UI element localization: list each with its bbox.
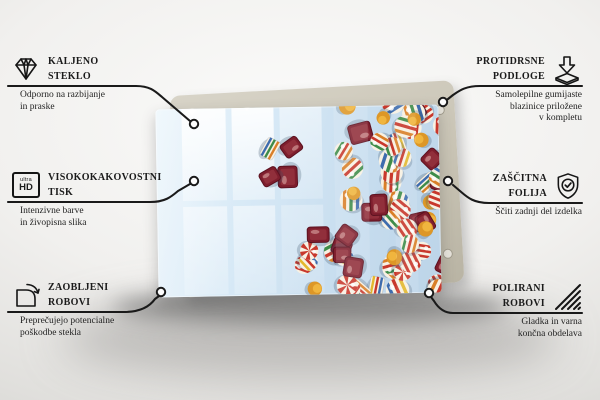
callout-title: ZAOBLJENI ROBOVI	[48, 282, 109, 308]
callout-title: VISOKOKAKOVOSTNI TISK	[48, 172, 162, 198]
callout-desc: Samolepilne gumijaste blazinice priložen…	[495, 90, 582, 123]
hd-label: HD	[19, 182, 33, 193]
callout-desc: Preprečujejo potencialne poškodbe stekla	[20, 316, 115, 338]
callout-desc: Gladka in varna končna obdelava	[517, 317, 582, 339]
callout-title: POLIRANI ROBOVI	[492, 283, 545, 309]
callout-desc: Odporno na razbijanje in praske	[20, 90, 105, 112]
callout-title: KALJENO STEKLO	[48, 56, 99, 82]
callout-title: PROTIDRSNE PODLOGE	[476, 56, 545, 82]
anti-slip-pad-dot	[442, 248, 454, 260]
callout-anti-slip-pads: PROTIDRSNE PODLOGE Samolepilne gumijaste…	[418, 54, 582, 125]
candy-photo-layer	[258, 104, 442, 298]
diamond-icon	[12, 57, 40, 81]
callout-protective-film: ZAŠČITNA FOLIJA Ščiti zadnji del izdelka	[418, 171, 582, 219]
callout-polished-edges: POLIRANI ROBOVI Gladka in varna končna o…	[418, 281, 582, 340]
callout-high-quality-print: ultra HD VISOKOKAKOVOSTNI TISK Intenzivn…	[8, 170, 172, 229]
callout-tempered-glass: KALJENO STEKLO Odporno na razbijanje in …	[8, 54, 172, 113]
glass-panel	[155, 104, 442, 298]
anti-slip-pad-icon	[552, 54, 582, 85]
callout-desc: Intenzivne barve in živopisna slika	[20, 206, 87, 228]
rounded-corner-icon	[12, 281, 40, 309]
callout-title: ZAŠČITNA FOLIJA	[492, 173, 547, 199]
shield-check-icon	[554, 172, 582, 201]
ultra-hd-icon: ultra HD	[12, 172, 40, 198]
callout-rounded-corners: ZAOBLJENI ROBOVI Preprečujejo potencialn…	[8, 280, 172, 339]
callout-desc: Ščiti zadnji del izdelka	[495, 207, 582, 217]
ultra-label: ultra	[20, 176, 32, 183]
polished-edges-icon	[552, 281, 582, 311]
